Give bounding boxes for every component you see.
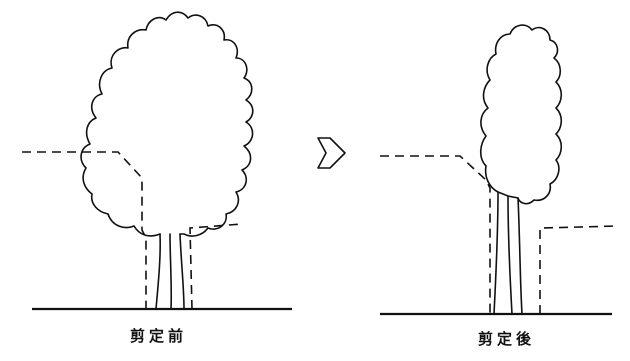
before-pruning-illustration <box>22 11 292 311</box>
tree-trunk-before <box>155 233 185 310</box>
right-arrow-icon <box>317 137 346 169</box>
after-pruning-illustration <box>380 24 619 316</box>
caption-before-pruning: 剪定前 <box>130 327 188 345</box>
hedge-outline-right-after <box>539 225 619 314</box>
tree-crown-after <box>479 24 563 205</box>
hedge-outline-left-after <box>380 155 491 314</box>
hedge-outline-left-before <box>22 151 147 309</box>
tree-crown-before <box>80 11 254 237</box>
hedge-outline-right-before <box>189 223 243 310</box>
tree-trunk-after <box>493 191 523 315</box>
caption-after-pruning: 剪定後 <box>478 330 536 348</box>
